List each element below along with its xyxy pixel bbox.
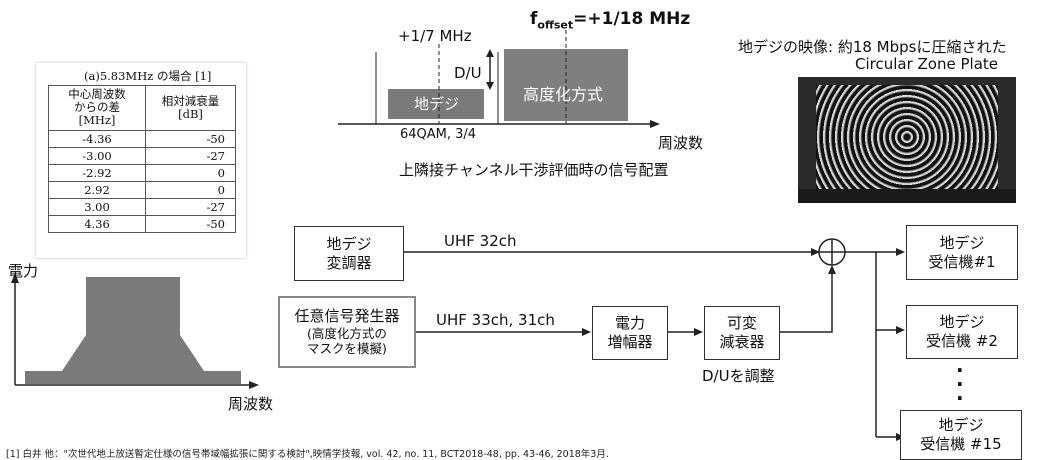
video-thumbnail [798, 77, 1016, 203]
offset-label-sub: offset [537, 18, 574, 32]
spectrum-caption: 上隣接チャンネル干渉評価時の信号配置 [399, 161, 669, 179]
left-offset-label: +1/7 MHz [398, 27, 472, 45]
offset-label: foffset=+1/18 MHz [530, 9, 690, 31]
ellipsis-dot: · [956, 386, 964, 410]
header-atten-line1: 相対減衰量 [161, 93, 220, 108]
offset-label-f: f [530, 9, 538, 29]
du-label: D/U [454, 64, 482, 82]
receiver15-block: 地デジ 受信機 #15 [900, 410, 1022, 460]
uhf33-label: UHF 33ch, 31ch [436, 311, 555, 329]
spectrum-x-label: 周波数 [658, 134, 704, 152]
table-row: 3.00-27 [48, 197, 236, 216]
receiver2-block: 地デジ 受信機 #2 [906, 305, 1018, 359]
arrowhead [896, 326, 905, 334]
digital-signal-label: 地デジ [414, 95, 460, 113]
ellipsis-dot: · [956, 358, 964, 382]
mask-x-arrowhead [249, 381, 259, 389]
mask-table-caption: (a)5.83MHz の場合 [1] [84, 69, 212, 83]
du-arrowhead-up [486, 49, 494, 57]
ellipsis-dot: · [956, 372, 964, 396]
advanced-signal-label: 高度化方式 [523, 85, 604, 104]
block-sublabel: マスクを模擬) [307, 341, 387, 357]
table-row: -3.00-27 [48, 146, 236, 165]
table-row: -4.36-50 [48, 129, 236, 148]
block-sublabel: (高度化方式の [307, 325, 387, 341]
du-adjust-label: D/Uを調整 [702, 367, 775, 385]
arrowhead [828, 265, 836, 274]
spectrum-diagram [338, 30, 660, 128]
uhf32-label: UHF 32ch [444, 232, 517, 250]
table-row: 4.36-50 [48, 214, 236, 233]
receiver1-block: 地デジ 受信機#1 [906, 225, 1018, 280]
mask-table-panel: (a)5.83MHz の場合 [1] 中心周波数 からの差 [MHz] 相対減衰… [36, 63, 246, 258]
header-freq-line2: からの差 [74, 100, 120, 115]
mask-y-arrowhead [11, 273, 19, 283]
header-freq-line3: [MHz] [78, 113, 116, 128]
mask-x-label: 周波数 [228, 395, 274, 413]
spectrum-x-arrowhead [650, 120, 660, 128]
digital-signal-bar [388, 89, 484, 119]
mask-y-label: 電力 [8, 262, 39, 280]
generator-block: 任意信号発生器 (高度化方式の マスクを模擬) [278, 296, 416, 368]
mask-table: 中心周波数 からの差 [MHz] 相対減衰量 [dB] -4.36-50 -3.… [48, 85, 236, 233]
offset-label-value: =+1/18 MHz [573, 9, 691, 29]
header-atten-line2: [dB] [178, 106, 203, 121]
table-cell: -4.36 [48, 129, 146, 148]
table-cell: -50 [145, 214, 236, 233]
monitor-stand [798, 189, 1016, 203]
arrowhead [811, 248, 820, 256]
block-label: 減衰器 [719, 333, 765, 351]
du-arrowhead-down [486, 82, 494, 90]
monitor-screen [816, 85, 998, 189]
arrowhead [694, 328, 703, 336]
video-caption-line1: 地デジの映像: 約18 Mbpsに圧縮された [738, 38, 1007, 56]
table-cell: 3.00 [48, 197, 146, 216]
table-cell: -3.00 [48, 146, 146, 165]
block-label: 可変 [726, 314, 757, 333]
footnote: [1] 白井 他："次世代地上放送暫定仕様の信号帯域幅拡張に関する検討",映情学… [6, 449, 609, 460]
mask-shape [62, 277, 204, 371]
block-label: 増幅器 [607, 333, 653, 351]
amplifier-block: 電力 増幅器 [592, 306, 668, 360]
attenuator-block: 可変 減衰器 [704, 306, 780, 360]
header-freq-line1: 中心周波数 [68, 87, 126, 101]
table-cell: 4.36 [48, 214, 146, 233]
modulator-block: 地デジ 変調器 [294, 226, 404, 281]
arrowhead [582, 328, 591, 336]
mask-floor [25, 371, 241, 384]
block-label: 地デジ [939, 313, 985, 332]
wire-attenuator-combiner [780, 272, 833, 333]
block-label: 受信機 #15 [920, 435, 1002, 453]
block-label: 受信機 #2 [926, 332, 998, 350]
modulation-label: 64QAM, 3/4 [400, 127, 477, 142]
block-label: 地デジ [938, 416, 984, 435]
mask-table-header-atten: 相対減衰量 [dB] [145, 85, 236, 131]
block-label: 受信機#1 [928, 252, 996, 271]
mask-chart [11, 273, 259, 389]
arrowhead [896, 248, 905, 256]
block-label: 地デジ [326, 234, 372, 253]
video-caption-line2: Circular Zone Plate [855, 55, 998, 73]
block-label: 変調器 [326, 253, 372, 272]
block-label: 任意信号発生器 [294, 307, 400, 325]
block-label: 電力 [614, 314, 645, 333]
block-label: 地デジ [939, 233, 985, 252]
